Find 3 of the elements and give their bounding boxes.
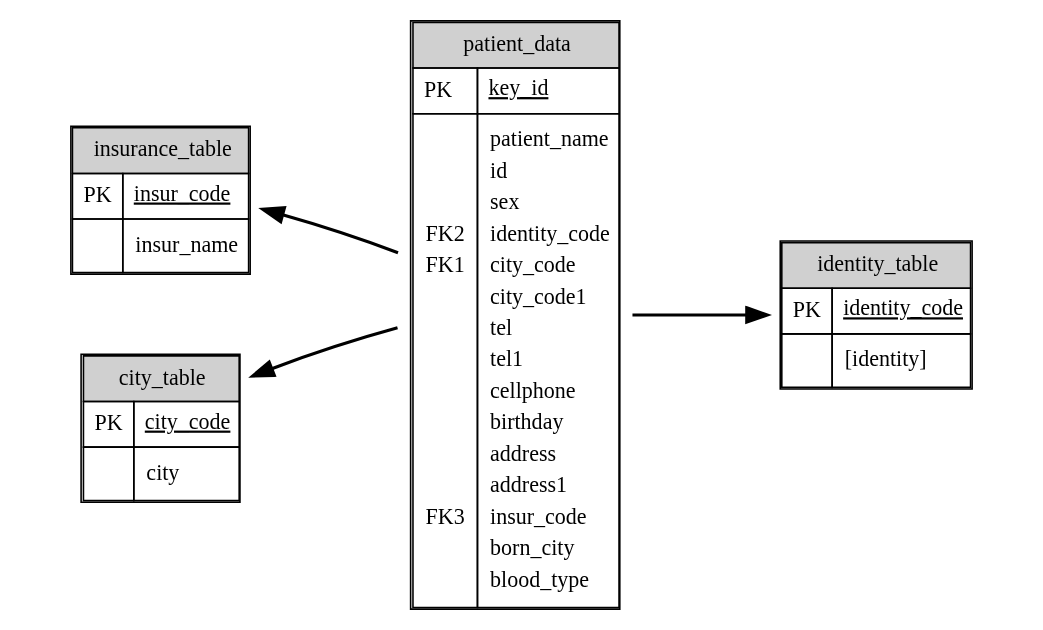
arrow — [632, 305, 772, 325]
arrow — [248, 326, 398, 378]
arrow — [258, 206, 399, 255]
